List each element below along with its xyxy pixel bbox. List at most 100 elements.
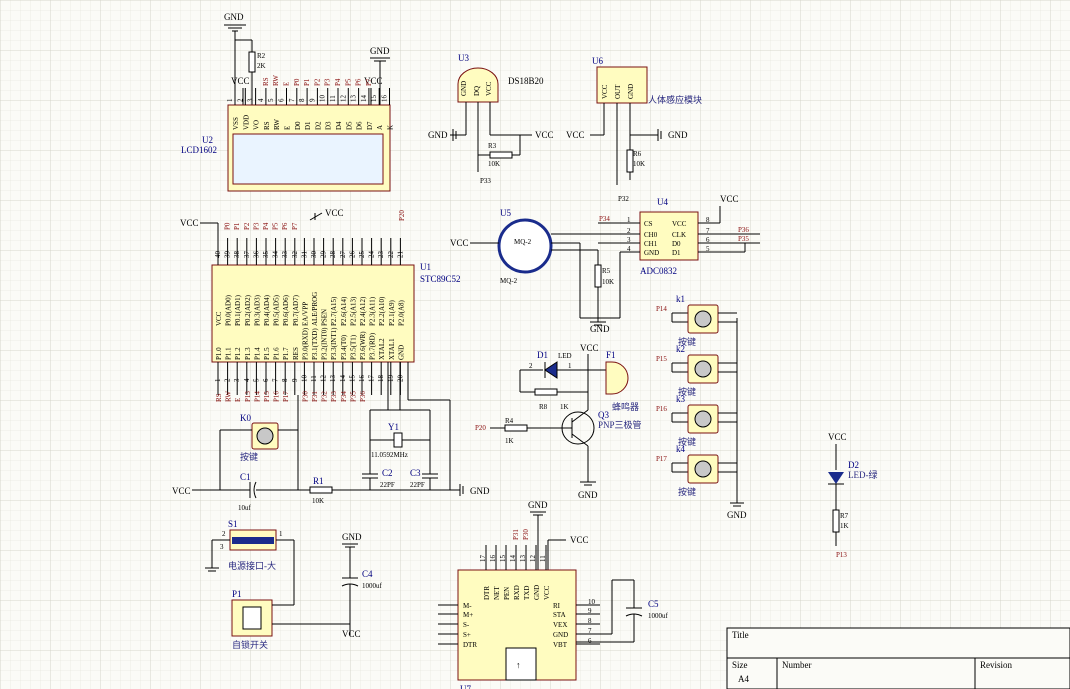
d1-name: LED — [558, 352, 572, 360]
mcu-pin-label: P1.0 — [215, 347, 223, 360]
gsm-pin-number: 16 — [489, 555, 497, 563]
adc-pin-label: CH0 — [644, 231, 658, 239]
mcu-pin-label: P3.6(WR) — [359, 331, 367, 360]
mcu-pin-number: 27 — [339, 251, 347, 259]
adc-pin-number: 3 — [627, 236, 631, 244]
lcd-pin-label: D7 — [366, 121, 374, 130]
lcd-net-label: RW — [272, 75, 280, 86]
mcu-net-label: RS — [215, 393, 223, 402]
mcu-pin-label: VCC — [215, 311, 223, 326]
lcd-net-label: P0 — [293, 78, 301, 86]
r4-designator: R4 — [505, 417, 514, 425]
lcd-pin-label: D2 — [314, 121, 322, 130]
reset-circuit: K0 按键 VCC C1 10uf R1 10K — [172, 395, 460, 512]
key-net: P17 — [656, 455, 667, 463]
key-designator: k4 — [676, 444, 686, 454]
lcd-pin-number: 11 — [329, 95, 337, 102]
lcd-pin-label: VSS — [232, 117, 240, 130]
mcu-pin-label: XTAL1 — [388, 338, 396, 360]
q3-name: PNP三极管 — [598, 419, 642, 430]
key-net: P14 — [656, 305, 667, 313]
adc-pin-number: 6 — [706, 236, 710, 244]
crystal-oscillator: Y1 11.0592MHz C2 22PF C3 22PF GND — [362, 362, 490, 496]
mcu-pin-label: P2.3(A11) — [369, 296, 377, 326]
c5-value: 1000uf — [648, 612, 669, 620]
lcd-pin-label: RS — [263, 121, 271, 130]
lcd-pin-label: K — [387, 125, 395, 130]
mcu-pin-label: P3.3(INT1) — [330, 327, 338, 360]
key-label: 按键 — [678, 386, 696, 397]
mcu-pin-label: P3.0(RXD) — [301, 327, 309, 360]
mcu-net-label: P15 — [263, 391, 271, 402]
mcu-pin-number: 9 — [291, 378, 299, 382]
lcd-pin-number: 8 — [298, 98, 306, 102]
gsm-pin-label: TXD — [523, 586, 531, 600]
mcu-designator: U1 — [420, 262, 431, 272]
mcu-pin-label: P0.6(AD6) — [282, 294, 290, 326]
ds18b20-name: DS18B20 — [508, 76, 544, 86]
key-net: P15 — [656, 355, 667, 363]
lcd-net-label: P1 — [303, 78, 311, 86]
gsm-designator: U7 — [460, 684, 471, 689]
mcu-pin-number: 29 — [320, 251, 328, 259]
d2-net: P13 — [836, 551, 847, 559]
mq2-gas-sensor: U5 MQ-2 MQ-2 VCC R5 10K GND — [450, 208, 620, 334]
gsm-pin-label: PEN — [503, 587, 511, 600]
vcc-net-label: VCC — [535, 130, 554, 140]
lcd1602: GND R2 2K VCC GND VCC VSS1VDD2VO3RS4RW5E… — [181, 12, 395, 192]
lcd-pin-number: 12 — [339, 95, 347, 103]
lcd-pin-number: 2 — [236, 98, 244, 102]
mcu-net-label: P36 — [359, 391, 367, 402]
mcu-pin-number: 32 — [291, 251, 299, 259]
key-label: 按键 — [678, 436, 696, 447]
mcu-pin-number: 22 — [387, 251, 395, 259]
mcu-pin-number: 6 — [262, 378, 270, 382]
lcd-pin-label: D1 — [304, 121, 312, 130]
adc-pin-number: 5 — [706, 245, 710, 253]
lcd-net-label: P7 — [365, 78, 373, 86]
mcu-pin-label: P3.5(T1) — [349, 334, 357, 360]
mcu-pin-number: 18 — [377, 375, 385, 383]
mcu-pin-label: P3.7(RD) — [369, 332, 377, 360]
gsm-module: GND VCC ↑ DTR17NET16PEN15RXD14TXD13GND12… — [438, 500, 669, 689]
mcu-pin-label: XTAL2 — [378, 338, 386, 360]
mcu-pin-number: 38 — [233, 251, 241, 259]
p1-designator: P1 — [232, 589, 242, 599]
r7-designator: R7 — [840, 512, 849, 520]
lcd-pin-label: D3 — [325, 121, 333, 130]
gsm-pin-label: VBT — [553, 641, 568, 649]
adc-pin-label: CH1 — [644, 240, 658, 248]
c5-designator: C5 — [648, 599, 659, 609]
vcc-net-label: VCC — [172, 486, 191, 496]
mcu-pin-label: EA/VPP — [301, 302, 309, 326]
adc-pin-label: CS — [644, 220, 653, 228]
gsm-pin-number: 13 — [519, 555, 527, 563]
mcu-pin-label: P0.1(AD1) — [234, 294, 242, 326]
gsm-pin-number: 7 — [588, 627, 592, 635]
r5-designator: R5 — [602, 267, 611, 275]
lcd-pin-number: 3 — [247, 98, 255, 102]
gsm-pin-number: 17 — [479, 555, 487, 563]
mcu-pin-label: P2.0(A8) — [397, 299, 405, 326]
gsm-pin-number: 8 — [588, 617, 592, 625]
r8-value: 1K — [560, 403, 569, 411]
mq2-label: MQ-2 — [500, 277, 518, 285]
y1-value: 11.0592MHz — [371, 451, 408, 459]
mcu-pin-label: P0.7(AD7) — [292, 294, 300, 326]
gsm-pin-number: 9 — [588, 607, 592, 615]
lcd-net-label: RS — [262, 77, 270, 86]
mcu-pin-label: P3.4(T0) — [340, 334, 348, 360]
adc-net: P34 — [599, 215, 610, 223]
r1-designator: R1 — [313, 476, 324, 486]
mcu-pin-number: 3 — [233, 378, 241, 382]
buzzer-driver: D1 LED 2 1 R8 1K VCC F1 蜂鸣器 Q3 PNP三极管 P2… — [475, 343, 642, 500]
mcu-pin-number: 15 — [348, 375, 356, 383]
p1-label: 自锁开关 — [232, 639, 268, 650]
s1-pin: 2 — [222, 530, 226, 538]
